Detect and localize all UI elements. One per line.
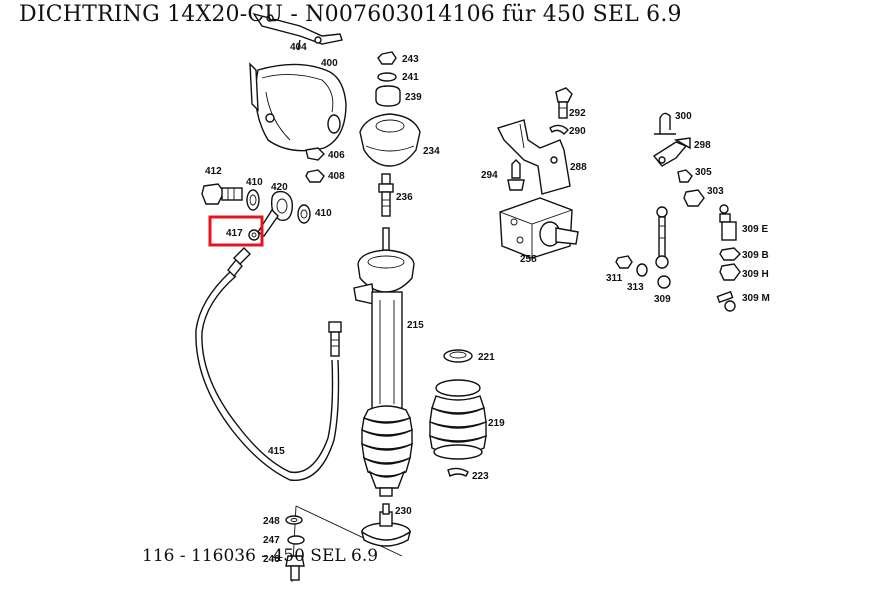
label-305[interactable]: 305 [695, 167, 712, 178]
label-417[interactable]: 417 [226, 228, 243, 239]
reservoir-400[interactable] [249, 62, 347, 152]
washer-410-left[interactable] [246, 189, 260, 211]
ball-joint-309E[interactable] [719, 204, 737, 241]
level-valve-258[interactable] [499, 197, 579, 259]
label-247[interactable]: 247 [263, 535, 280, 546]
label-241[interactable]: 241 [402, 72, 419, 83]
nut-243 [377, 51, 397, 65]
label-234[interactable]: 234 [423, 146, 440, 157]
label-309M[interactable]: 309 M [742, 293, 770, 304]
label-298[interactable]: 298 [694, 140, 711, 151]
label-258[interactable]: 258 [520, 254, 537, 265]
strut-215[interactable] [353, 227, 415, 497]
label-290[interactable]: 290 [569, 126, 586, 137]
model-footer: 116 - 116036 - 450 SEL 6.9 [142, 546, 379, 566]
label-303[interactable]: 303 [707, 186, 724, 197]
label-412[interactable]: 412 [205, 166, 222, 177]
banjo-fitting-420[interactable] [257, 190, 294, 237]
label-221[interactable]: 221 [478, 352, 495, 363]
bushing-239 [375, 85, 401, 107]
washer-241 [377, 72, 397, 82]
nut-311[interactable] [615, 255, 633, 269]
washer-248[interactable] [285, 515, 303, 525]
clip-223[interactable] [447, 467, 469, 477]
label-404[interactable]: 404 [290, 42, 307, 53]
page-title: DICHTRING 14X20-CU - N007603014106 für 4… [19, 2, 682, 27]
label-288[interactable]: 288 [570, 162, 587, 173]
bolt-292[interactable] [555, 87, 573, 119]
nut-305[interactable] [677, 169, 693, 183]
bracket-298[interactable] [652, 137, 691, 167]
nut-408[interactable] [305, 169, 325, 183]
label-415[interactable]: 415 [268, 446, 285, 457]
valve-236[interactable] [378, 173, 394, 217]
washer-410-right[interactable] [297, 204, 311, 224]
boot-219[interactable] [429, 379, 487, 460]
label-410-right[interactable]: 410 [315, 208, 332, 219]
screw-294[interactable] [507, 159, 525, 191]
label-408[interactable]: 408 [328, 171, 345, 182]
label-309H[interactable]: 309 H [742, 269, 769, 280]
label-236[interactable]: 236 [396, 192, 413, 203]
washer-247[interactable] [287, 535, 305, 545]
bolt-246[interactable] [285, 555, 305, 581]
clip-290[interactable] [549, 124, 569, 135]
nut-303[interactable] [683, 189, 705, 207]
label-311[interactable]: 311 [606, 273, 623, 284]
label-300[interactable]: 300 [675, 111, 692, 122]
label-400[interactable]: 400 [321, 58, 338, 69]
hydraulic-line-415[interactable] [195, 247, 342, 481]
label-243[interactable]: 243 [402, 54, 419, 65]
bracket-288[interactable] [497, 119, 571, 195]
label-420[interactable]: 420 [271, 182, 288, 193]
clip-300[interactable] [654, 112, 676, 135]
nut-309H[interactable] [719, 263, 741, 281]
label-313[interactable]: 313 [627, 282, 644, 293]
banjo-bolt-412[interactable] [201, 183, 243, 205]
rubber-mount-234 [359, 113, 421, 167]
clip-406[interactable] [305, 147, 325, 161]
label-309[interactable]: 309 [654, 294, 671, 305]
seal-221[interactable] [443, 349, 473, 363]
rod-309[interactable] [655, 206, 671, 289]
label-230[interactable]: 230 [395, 506, 412, 517]
label-406[interactable]: 406 [328, 150, 345, 161]
label-292[interactable]: 292 [569, 108, 586, 119]
label-309E[interactable]: 309 E [742, 224, 768, 235]
label-294[interactable]: 294 [481, 170, 498, 181]
screw-309M[interactable] [716, 290, 736, 312]
sealing-ring-417[interactable] [248, 229, 260, 241]
top-mount-stack[interactable] [359, 51, 421, 167]
label-239[interactable]: 239 [405, 92, 422, 103]
label-219[interactable]: 219 [488, 418, 505, 429]
bracket-404[interactable] [252, 12, 343, 51]
label-246[interactable]: 246 [263, 554, 280, 565]
highlight-box [208, 215, 264, 247]
label-248[interactable]: 248 [263, 516, 280, 527]
nut-309B[interactable] [719, 247, 741, 261]
label-410-left[interactable]: 410 [246, 177, 263, 188]
label-215[interactable]: 215 [407, 320, 424, 331]
label-309B[interactable]: 309 B [742, 250, 769, 261]
mount-230[interactable] [360, 503, 412, 547]
label-223[interactable]: 223 [472, 471, 489, 482]
washer-313[interactable] [636, 263, 648, 277]
part-labels: 404 400 243 241 239 234 406 408 412 410 … [205, 42, 770, 565]
